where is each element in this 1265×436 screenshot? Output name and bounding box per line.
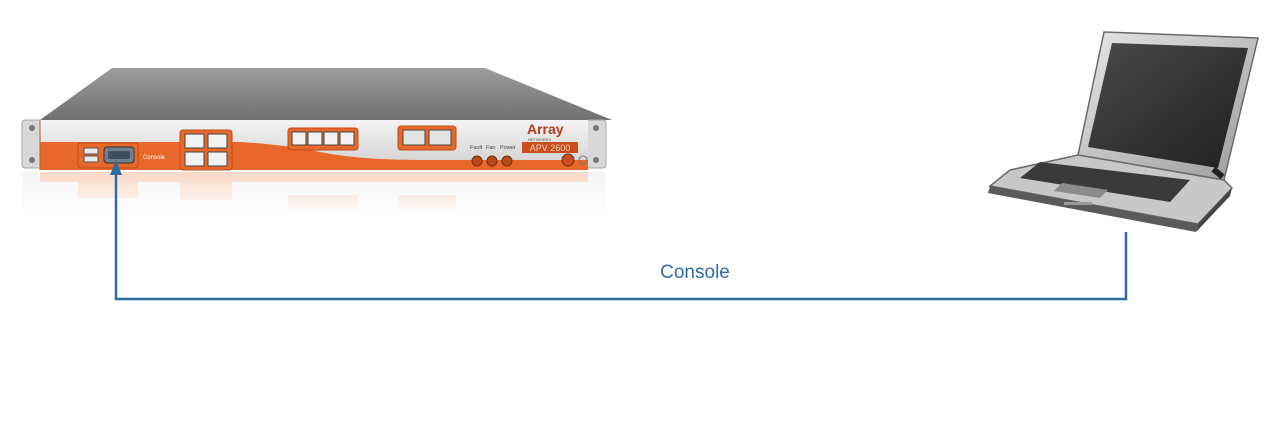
led-label-power: Power [500, 145, 516, 151]
brand-sub: NETWORKS [528, 137, 551, 142]
laptop-icon [988, 31, 1259, 232]
network-appliance-icon: Console Array NETWORKS APV 2600 Fault Fa… [21, 68, 612, 220]
arrow-head-icon [110, 160, 122, 175]
brand-logo: Array [527, 121, 564, 137]
led-label-fan: Fan [486, 145, 495, 151]
model-label: APV 2600 [530, 143, 571, 153]
console-connection-line [110, 160, 1128, 301]
led-label-fault: Fault [470, 145, 483, 151]
connection-label: Console [660, 262, 730, 283]
console-port-label: Console [143, 155, 166, 161]
